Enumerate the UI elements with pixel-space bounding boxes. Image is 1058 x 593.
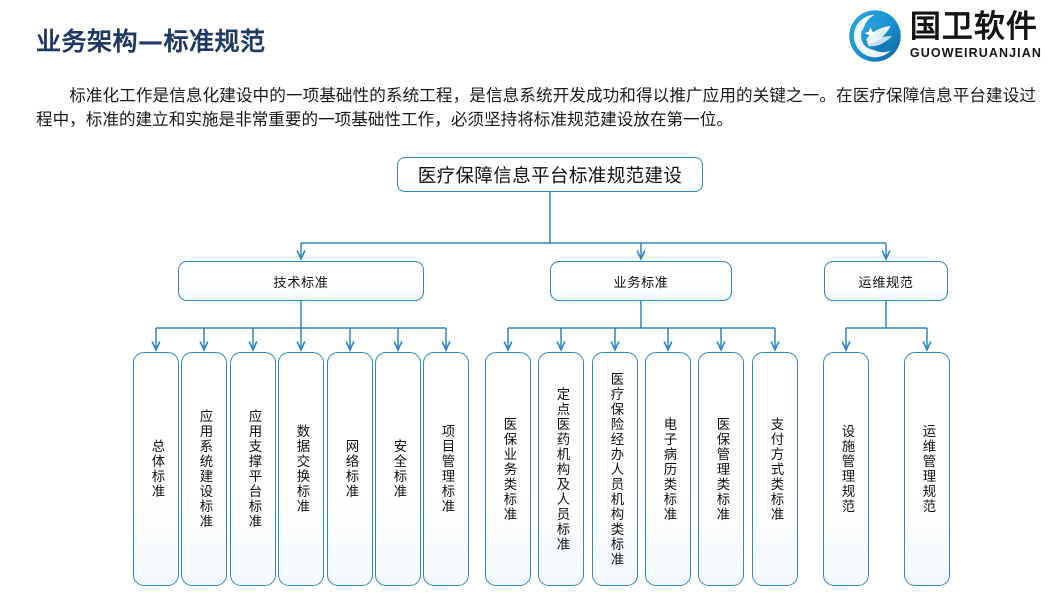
leaf-node-label: 总体标准 (148, 439, 164, 499)
node-branch-business-label: 业务标准 (613, 275, 669, 291)
leaf-node-label: 数据交换标准 (293, 424, 309, 514)
node-root[interactable]: 医疗保障信息平台标准规范建设 (397, 157, 703, 192)
leaf-node-label: 安全标准 (390, 439, 406, 499)
brand-name-en: GUOWEIRUANJIAN (909, 46, 1042, 61)
leaf-node[interactable]: 定点医药机构及人员标准 (538, 352, 584, 586)
leaf-node-label: 定点医药机构及人员标准 (553, 386, 569, 552)
leaf-node[interactable]: 项目管理标准 (423, 352, 469, 586)
leaf-node-label: 项目管理标准 (438, 424, 454, 514)
intro-paragraph: 标准化工作是信息化建设中的一项基础性的系统工程，是信息系统开发成功和得以推广应用… (36, 86, 1036, 129)
leaf-node-label: 网络标准 (342, 439, 358, 499)
leaf-node-label: 支付方式类标准 (767, 416, 783, 522)
leaf-node[interactable]: 数据交换标准 (278, 352, 324, 586)
leaf-node[interactable]: 安全标准 (375, 352, 421, 586)
leaf-node[interactable]: 医保管理类标准 (698, 352, 744, 586)
node-branch-technical-label: 技术标准 (273, 275, 329, 291)
leaf-node-label: 医保业务类标准 (500, 416, 516, 522)
leaf-node-label: 电子病历类标准 (660, 416, 676, 522)
node-branch-technical[interactable]: 技术标准 (178, 261, 424, 301)
leaf-node-label: 应用支撑平台标准 (245, 409, 261, 529)
leaf-node-label: 应用系统建设标准 (196, 409, 212, 529)
leaf-node[interactable]: 总体标准 (133, 352, 179, 586)
node-root-label: 医疗保障信息平台标准规范建设 (417, 165, 683, 187)
leaf-node-label: 运维管理规范 (919, 424, 935, 514)
brand-logo: 国卫软件 GUOWEIRUANJIAN (847, 8, 1042, 64)
leaf-node[interactable]: 电子病历类标准 (645, 352, 691, 586)
leaf-node[interactable]: 医疗保险经办人员机构类标准 (592, 352, 638, 586)
leaf-node[interactable]: 应用系统建设标准 (181, 352, 227, 586)
leaf-node[interactable]: 设施管理规范 (823, 352, 869, 586)
brand-name-cn: 国卫软件 (909, 9, 1038, 46)
node-branch-operations-label: 运维规范 (858, 275, 914, 291)
leaf-node[interactable]: 网络标准 (327, 352, 373, 586)
leaf-node[interactable]: 医保业务类标准 (485, 352, 531, 586)
node-branch-operations[interactable]: 运维规范 (824, 261, 948, 301)
leaf-node-label: 医疗保险经办人员机构类标准 (607, 371, 623, 567)
leaf-node[interactable]: 应用支撑平台标准 (230, 352, 276, 586)
leaf-node-label: 医保管理类标准 (713, 416, 729, 522)
leaf-node[interactable]: 运维管理规范 (904, 352, 950, 586)
leaf-node-label: 设施管理规范 (838, 424, 854, 514)
leaf-node[interactable]: 支付方式类标准 (752, 352, 798, 586)
page-title: 业务架构—标准规范 (36, 27, 266, 56)
guowei-circle-logo-icon (849, 10, 901, 62)
node-branch-business[interactable]: 业务标准 (550, 261, 732, 301)
